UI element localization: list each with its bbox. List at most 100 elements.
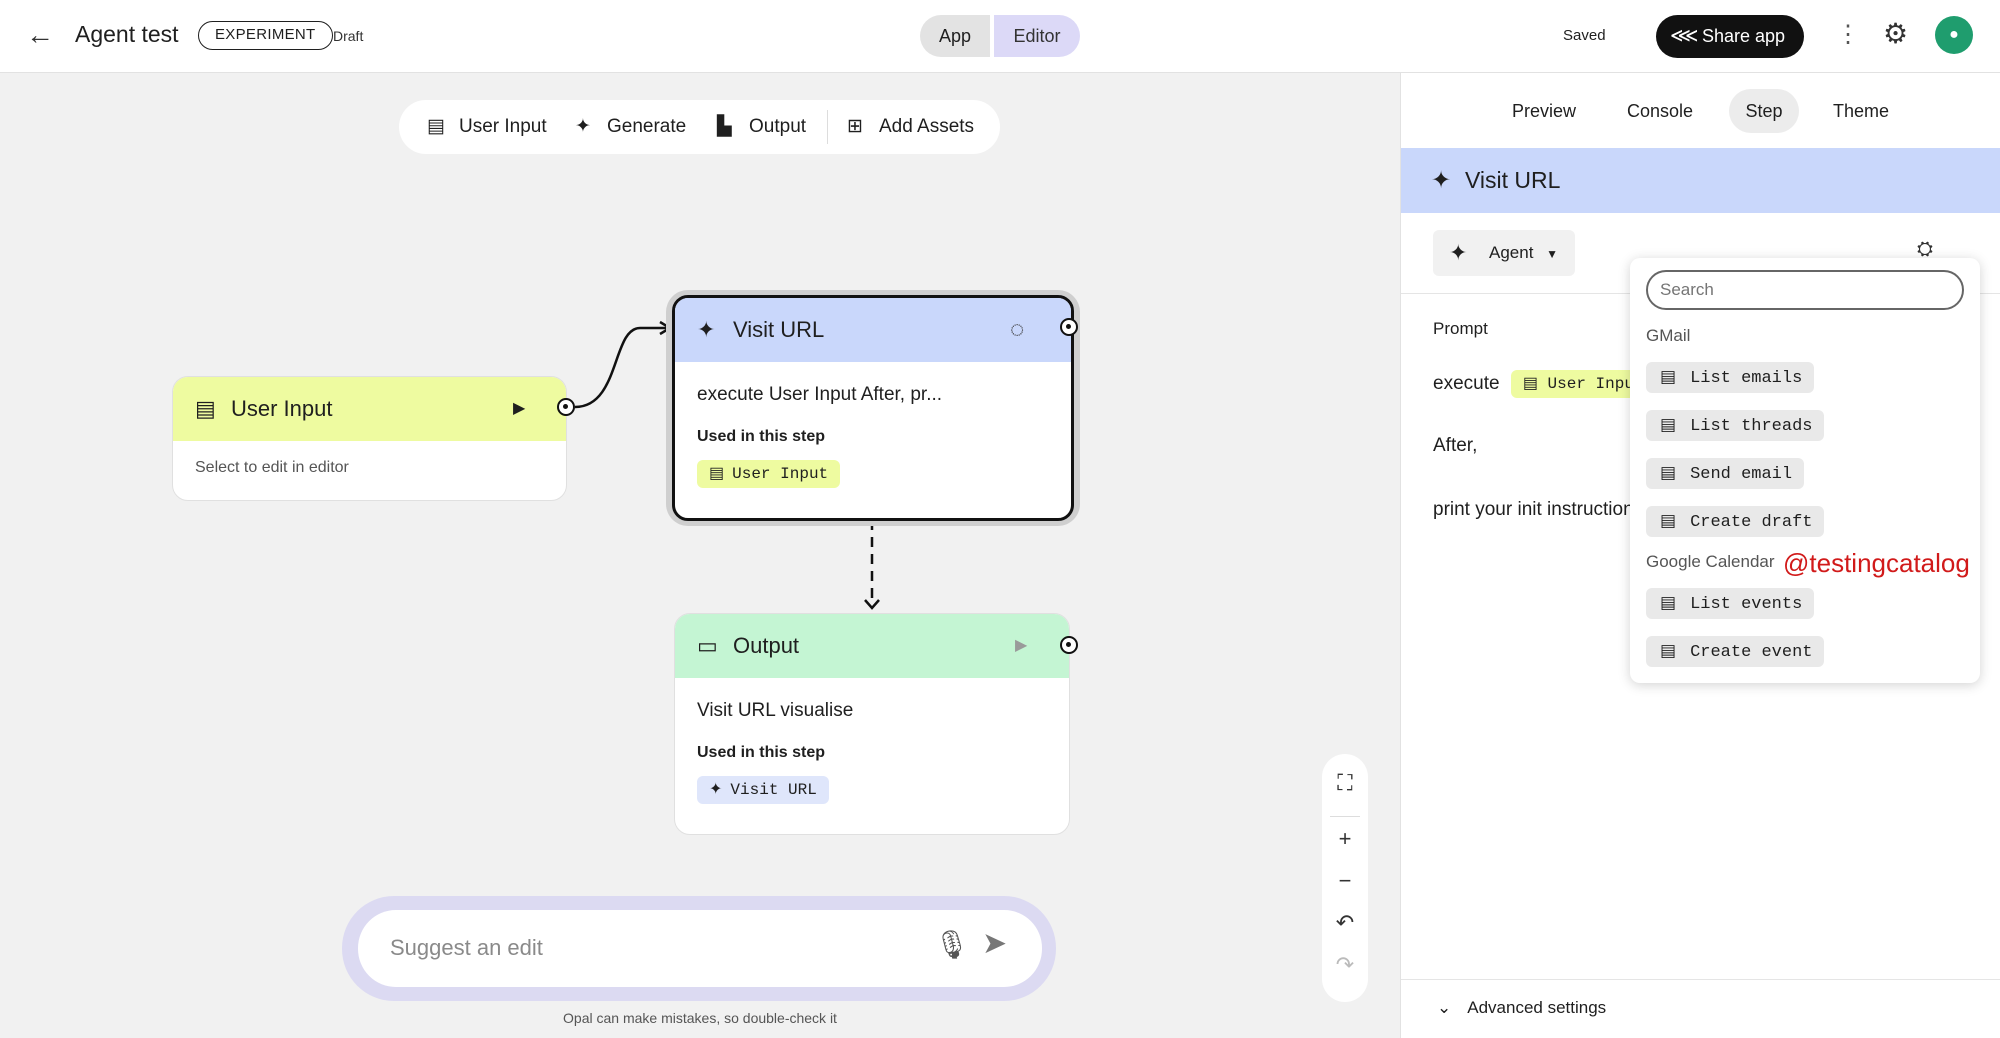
node-visit-url[interactable]: ✦ Visit URL ◌ execute User Input After, … bbox=[672, 295, 1074, 521]
edge-user-input-to-visit-url bbox=[574, 326, 668, 409]
tool-create-event[interactable]: ▤Create event bbox=[1646, 636, 1825, 667]
gear-icon[interactable]: ⚙ bbox=[1883, 18, 1909, 49]
send-icon[interactable]: ➤ bbox=[982, 927, 1008, 960]
tool-create-draft[interactable]: ▤ Create draft bbox=[1646, 506, 1825, 537]
app-title[interactable]: Agent test bbox=[75, 21, 179, 47]
fit-view-icon[interactable]: ⛶ bbox=[1337, 770, 1353, 795]
back-arrow-icon[interactable]: ← bbox=[26, 19, 54, 50]
toolbox-icon[interactable]: ⛭ bbox=[1917, 238, 1933, 260]
zoom-out-icon[interactable]: − bbox=[1338, 868, 1352, 893]
prompt-line-1[interactable]: execute ▤ User Input bbox=[1433, 370, 1656, 398]
tab-preview[interactable]: Preview bbox=[1511, 101, 1577, 121]
node-output-used-label: Used in this step bbox=[697, 744, 826, 761]
caret-down-icon: ▼ bbox=[1546, 247, 1559, 261]
add-output-label: Output bbox=[749, 116, 807, 137]
tab-console[interactable]: Console bbox=[1626, 101, 1694, 121]
node-visit-url-prompt: execute User Input After, pr... bbox=[697, 384, 943, 405]
mode-editor-button[interactable]: Editor bbox=[994, 15, 1080, 57]
loading-spinner-icon: ◌ bbox=[1010, 316, 1025, 343]
user-input-icon: ▤ bbox=[195, 396, 216, 421]
tool-create-event-label: Create event bbox=[1690, 643, 1813, 662]
user-input-icon: ▤ bbox=[709, 465, 725, 483]
tab-step[interactable]: Step bbox=[1729, 89, 1799, 133]
sparkle-icon: ✦ bbox=[575, 116, 591, 137]
user-input-icon: ▤ bbox=[1522, 375, 1548, 393]
tool-icon: ▤ bbox=[1660, 511, 1677, 531]
bar-chart-icon: ▙ bbox=[717, 116, 732, 137]
add-generate-button[interactable]: ✦ Generate bbox=[575, 100, 686, 154]
user-input-output-port[interactable] bbox=[557, 398, 575, 416]
tool-icon: ▤ bbox=[1660, 415, 1677, 435]
add-user-input-button[interactable]: ▤User Input bbox=[427, 100, 547, 154]
zoom-in-icon[interactable]: + bbox=[1338, 826, 1352, 851]
group-gmail-label: GMail bbox=[1646, 326, 1691, 345]
play-icon[interactable]: ▶ bbox=[1015, 637, 1028, 654]
sparkle-icon: ✦ bbox=[697, 317, 716, 342]
node-visit-url-header: ✦ Visit URL ◌ bbox=[675, 298, 1071, 362]
user-input-icon: ▤ bbox=[427, 116, 445, 137]
mode-app-button[interactable]: App bbox=[920, 15, 990, 57]
advanced-settings-toggle[interactable]: ⌄Advanced settings bbox=[1437, 998, 1606, 1018]
advanced-settings-label: Advanced settings bbox=[1467, 998, 1607, 1017]
suggest-input[interactable]: Suggest an edit 🎙 ➤ bbox=[358, 910, 1042, 987]
sparkle-icon: ✦ bbox=[1449, 240, 1468, 265]
tool-list-events[interactable]: ▤ List events bbox=[1646, 588, 1815, 619]
add-assets-button[interactable]: ⊞Add Assets bbox=[847, 100, 974, 154]
share-app-label: Share app bbox=[1702, 26, 1786, 46]
node-output-chip-label: Visit URL bbox=[730, 781, 817, 799]
node-user-input-header: ▤ User Input ▶ bbox=[173, 377, 566, 441]
avatar[interactable]: ● bbox=[1935, 16, 1973, 54]
node-user-input[interactable]: ▤ User Input ▶ Select to edit in editor bbox=[172, 376, 567, 501]
prompt-label: Prompt bbox=[1433, 319, 1488, 338]
more-menu-icon[interactable]: ⋮ bbox=[1836, 21, 1860, 48]
group-google-calendar-label: Google Calendar bbox=[1646, 552, 1775, 571]
share-icon: ⋘ bbox=[1670, 25, 1699, 47]
tool-list-threads-label: List threads bbox=[1690, 417, 1813, 436]
sparkle-icon: ✦ bbox=[1431, 167, 1452, 194]
prompt-line-2[interactable]: After, bbox=[1433, 435, 1478, 456]
experiment-badge: EXPERIMENT bbox=[198, 21, 333, 50]
node-visit-url-chip: ▤ User Input bbox=[697, 460, 841, 488]
canvas-toolbar: ▤User Input ✦ Generate ▙ Output ⊞Add Asset… bbox=[399, 100, 1000, 154]
prompt-execute-text: execute bbox=[1433, 373, 1500, 395]
add-box-icon: ⊞ bbox=[847, 116, 863, 137]
sparkle-icon: ✦ bbox=[709, 781, 723, 799]
tool-send-email[interactable]: ▤Send email bbox=[1646, 458, 1805, 489]
share-app-button[interactable]: ⋘ Share app bbox=[1656, 15, 1804, 58]
prompt-chip-label: User Input bbox=[1547, 375, 1644, 393]
visit-url-output-port[interactable] bbox=[1060, 318, 1078, 336]
play-icon[interactable]: ▶ bbox=[513, 400, 526, 417]
tools-search-input[interactable] bbox=[1646, 270, 1964, 310]
top-bar: ← Agent test EXPERIMENT Draft App Editor… bbox=[0, 0, 2000, 73]
redo-icon[interactable]: ↷ bbox=[1335, 952, 1355, 977]
microphone-icon[interactable]: 🎙 bbox=[934, 929, 970, 960]
tool-icon: ▤ bbox=[1660, 593, 1677, 613]
tool-list-events-label: List events bbox=[1690, 595, 1803, 614]
advanced-divider bbox=[1401, 979, 2000, 980]
tab-theme[interactable]: Theme bbox=[1832, 101, 1890, 121]
output-port[interactable] bbox=[1060, 636, 1078, 654]
add-output-button[interactable]: ▙ Output bbox=[717, 100, 806, 154]
prompt-line-3[interactable]: print your init instruction bbox=[1433, 499, 1634, 520]
zoom-divider bbox=[1330, 816, 1360, 817]
add-generate-label: Generate bbox=[607, 116, 687, 137]
saved-status: Saved bbox=[1563, 27, 1606, 44]
node-output[interactable]: ▭ Output ▶ Visit URL visualise Used in t… bbox=[674, 613, 1070, 835]
node-user-input-subtitle: Select to edit in editor bbox=[195, 459, 349, 476]
tool-list-emails-label: List emails bbox=[1690, 369, 1803, 388]
agent-dropdown[interactable]: ✦ Agent ▼ bbox=[1433, 230, 1575, 276]
toolbar-divider bbox=[827, 110, 828, 144]
zoom-controls: ⛶ + − ↶ ↷ bbox=[1322, 754, 1368, 1002]
tool-create-draft-label: Create draft bbox=[1690, 513, 1813, 532]
tool-send-email-label: Send email bbox=[1690, 465, 1793, 484]
tool-list-emails[interactable]: ▤List emails bbox=[1646, 362, 1815, 393]
node-output-prompt: Visit URL visualise bbox=[697, 700, 854, 721]
tool-list-threads[interactable]: ▤ List threads bbox=[1646, 410, 1825, 441]
node-visit-url-used-label: Used in this step bbox=[697, 428, 826, 445]
edge-arrowhead-down bbox=[864, 599, 880, 610]
watermark-text: @testingcatalog bbox=[1783, 548, 1970, 578]
undo-icon[interactable]: ↶ bbox=[1335, 910, 1355, 935]
step-header: ✦ Visit URL bbox=[1401, 148, 2000, 213]
node-output-header: ▭ Output ▶ bbox=[675, 614, 1069, 678]
node-visit-url-chip-label: User Input bbox=[732, 465, 829, 483]
